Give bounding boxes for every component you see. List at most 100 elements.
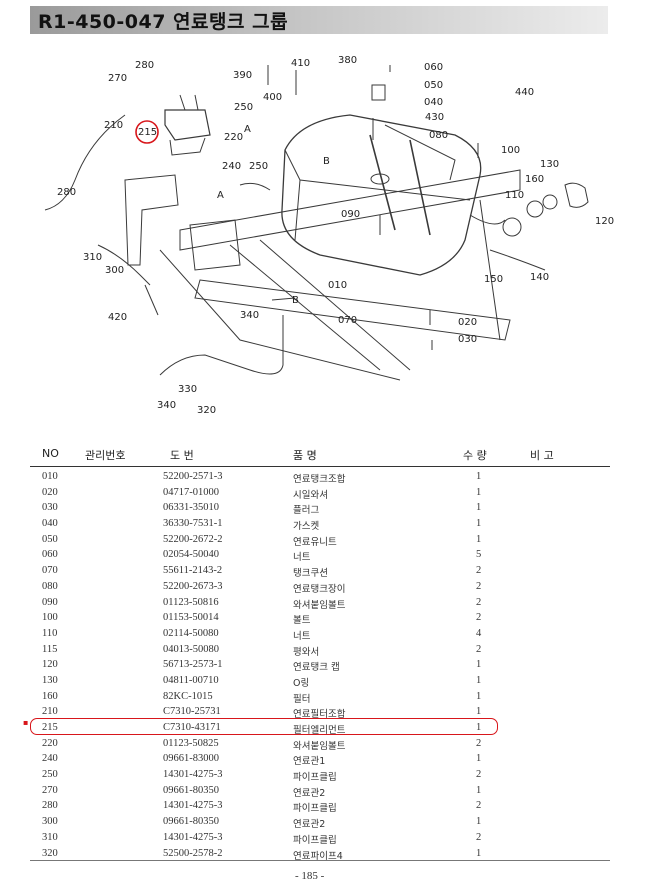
callout-label: 270 [108, 73, 127, 84]
callout-label: 020 [458, 317, 477, 328]
callout-label: 390 [233, 70, 252, 81]
part-no-cell: 070 [42, 565, 58, 577]
col-name: 품 명 [293, 449, 317, 462]
page-number: - 185 - [295, 870, 325, 882]
part-no-cell: 060 [42, 549, 58, 561]
part-name-cell: 와셔붙임볼트 [293, 740, 346, 752]
col-qty: 수 량 [463, 449, 487, 462]
drawing-number-cell: 04013-50080 [163, 643, 219, 655]
callout-label: 080 [429, 130, 448, 141]
quantity-cell: 1 [476, 518, 482, 530]
part-no-cell: 250 [42, 769, 58, 781]
part-name-cell: 연료관1 [293, 756, 326, 768]
title-bar [30, 6, 608, 34]
quantity-cell: 1 [476, 784, 482, 796]
part-no-cell: 280 [42, 800, 58, 812]
quantity-cell: 1 [476, 533, 482, 545]
table-row: 280 14301-4275-3 파이프클립 2 [30, 799, 610, 815]
part-name-cell: 연료유니트 [293, 536, 337, 548]
callout-label: 250 [234, 102, 253, 113]
drawing-number-cell: 01153-50014 [163, 612, 219, 624]
callout-label: B [292, 295, 299, 306]
drawing-number-cell: 09661-80350 [163, 816, 219, 828]
part-name-cell: 필터엘리먼트 [293, 725, 346, 736]
callout-label: 130 [540, 159, 559, 170]
part-name-cell: 연료필터조합 [293, 709, 346, 721]
callout-label: 410 [291, 58, 310, 69]
part-no-cell: 220 [42, 737, 58, 749]
part-no-cell: 010 [42, 471, 58, 482]
part-name-cell: 너트 [293, 552, 311, 564]
part-no-cell: 090 [42, 596, 58, 608]
drawing-number-cell: 36330-7531-1 [163, 518, 223, 530]
drawing-number-cell: 14301-4275-3 [163, 831, 223, 843]
drawing-number-cell: C7310-43171 [163, 722, 221, 733]
part-name-cell: O링 [293, 677, 310, 689]
drawing-number-cell: 02114-50080 [163, 627, 219, 639]
callout-label: 040 [424, 97, 443, 108]
part-no-cell: 100 [42, 612, 58, 624]
part-no-cell: 310 [42, 831, 58, 843]
part-name-cell: 가스켓 [293, 521, 320, 533]
part-no-cell: 120 [42, 659, 58, 671]
part-no-cell: 240 [42, 753, 58, 765]
quantity-cell: 4 [476, 627, 482, 639]
drawing-number-cell: 01123-50825 [163, 737, 219, 749]
callout-label: 070 [338, 315, 357, 326]
part-name-cell: 평와서 [293, 646, 320, 658]
callout-label: 050 [424, 80, 443, 91]
callout-label: 240 [222, 161, 241, 172]
drawing-number-cell: 52500-2578-2 [163, 847, 223, 859]
part-name-cell: 파이프클립 [293, 772, 337, 784]
table-bottom-divider [30, 860, 610, 861]
callout-label: 140 [530, 272, 549, 283]
part-name-cell: 연료파이프4 [293, 850, 343, 862]
drawing-number-cell: 52200-2673-3 [163, 580, 223, 592]
quantity-cell: 2 [476, 800, 482, 812]
table-header: NO 관리번호 도 번 품 명 수 량 비 고 [30, 444, 610, 466]
callout-label: 340 [240, 310, 259, 321]
callout-label: 280 [57, 187, 76, 198]
col-remark: 비 고 [530, 449, 554, 462]
drawing-number-cell: 04717-01000 [163, 486, 219, 498]
part-no-cell: 215 [42, 722, 58, 733]
callout-label: 030 [458, 334, 477, 345]
drawing-number-cell: 55611-2143-2 [163, 565, 223, 577]
fuel-tank-diagram-svg: 280 270 390 410 380 060 050 040 440 250 … [44, 55, 614, 416]
callout-label: 010 [328, 280, 347, 291]
part-name-cell: 너트 [293, 630, 311, 642]
drawing-number-cell: 06331-35010 [163, 502, 219, 514]
part-no-cell: 030 [42, 502, 58, 514]
part-name-cell: 연료탱크장이 [293, 583, 346, 595]
quantity-cell: 1 [476, 722, 482, 733]
highlight-row-box [30, 718, 498, 735]
part-name-cell: 와셔붙임볼트 [293, 599, 346, 611]
part-name-cell: 파이프클립 [293, 803, 337, 815]
quantity-cell: 2 [476, 580, 482, 592]
part-name-cell: 연료탱크조합 [293, 474, 346, 485]
quantity-cell: 2 [476, 565, 482, 577]
drawing-number-cell: 14301-4275-3 [163, 800, 223, 812]
callout-label: B [323, 156, 330, 167]
header-divider [30, 466, 610, 467]
callout-label: 400 [263, 92, 282, 103]
callout-label: 310 [83, 252, 102, 263]
part-name-cell: 연료관2 [293, 819, 326, 831]
drawing-number-cell: 04811-00710 [163, 674, 219, 686]
part-name-cell: 시일와셔 [293, 489, 328, 501]
part-no-cell: 050 [42, 533, 58, 545]
